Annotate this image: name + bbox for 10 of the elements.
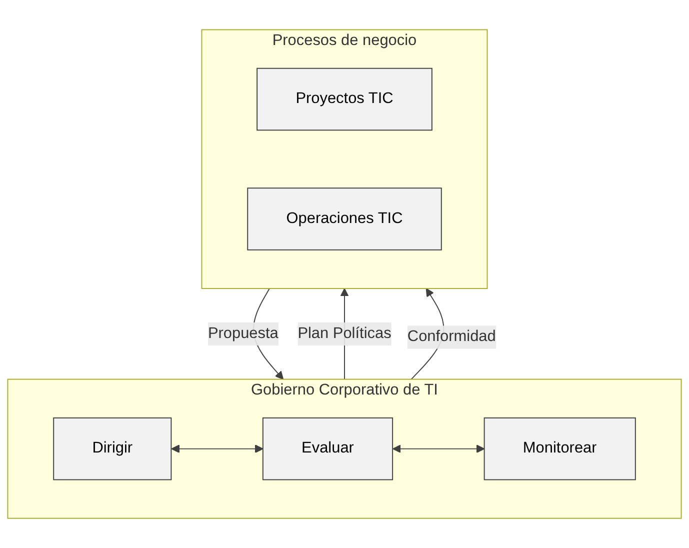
edge-label: Propuesta bbox=[208, 325, 278, 342]
node-box: Dirigir bbox=[53, 417, 172, 480]
arrow bbox=[171, 444, 264, 454]
node-box: Evaluar bbox=[262, 417, 394, 480]
edge-label: Plan Políticas bbox=[298, 325, 392, 342]
arrow bbox=[392, 444, 485, 454]
node-box: Operaciones TIC bbox=[247, 188, 442, 250]
node-box: Proyectos TIC bbox=[256, 68, 432, 131]
edge-label: Conformidad bbox=[407, 328, 496, 345]
node-box: Monitorear bbox=[484, 417, 636, 480]
